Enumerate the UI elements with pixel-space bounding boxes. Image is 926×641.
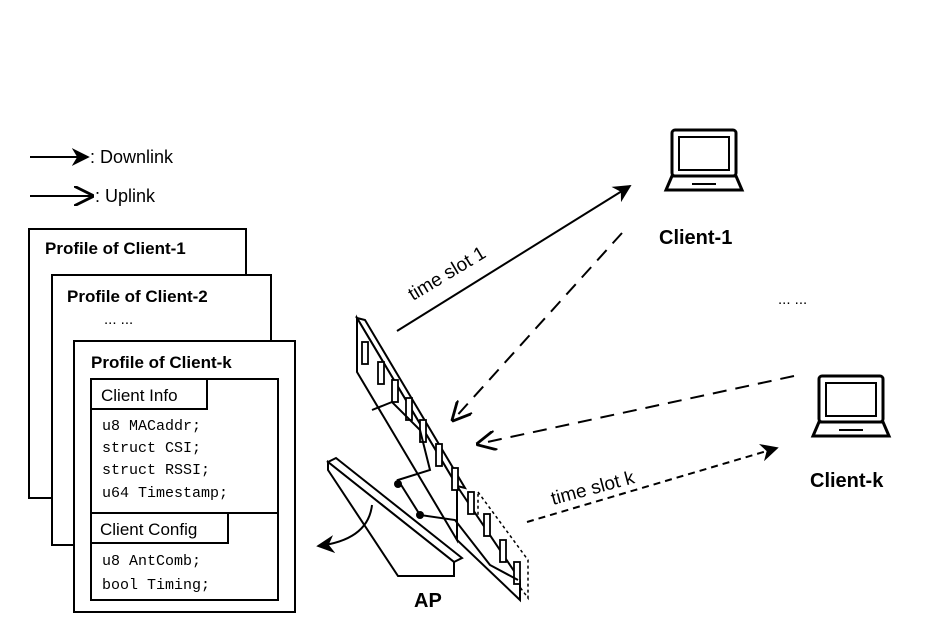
client-info-field: struct CSI; bbox=[102, 440, 201, 457]
downlink-slot1-arrow bbox=[396, 185, 632, 332]
uplink-clientk-arrow bbox=[478, 375, 795, 444]
laptop-icon bbox=[810, 374, 892, 438]
client-config-field: bool Timing; bbox=[102, 577, 210, 594]
profile-stack: Profile of Client-1 Profile of Client-2 … bbox=[28, 228, 296, 613]
antenna-array-icon bbox=[316, 314, 529, 603]
links: time slot 1 time slot k bbox=[396, 185, 795, 523]
downlink-legend-label: : Downlink bbox=[90, 147, 174, 167]
profile-title-k: Profile of Client-k bbox=[91, 353, 232, 372]
client-config-header: Client Config bbox=[100, 520, 197, 539]
client-config-field: u8 AntComb; bbox=[102, 553, 201, 570]
client-info-field: u8 MACaddr; bbox=[102, 418, 201, 435]
client-1-label: Client-1 bbox=[659, 227, 732, 249]
legend: : Downlink : Uplink bbox=[30, 147, 174, 206]
client-config-header-box bbox=[90, 512, 229, 544]
client-info-header: Client Info bbox=[101, 386, 178, 405]
uplink-client1-arrow bbox=[453, 232, 623, 420]
profile-title-2: Profile of Client-2 bbox=[67, 287, 208, 306]
uplink-legend-label: : Uplink bbox=[95, 186, 156, 206]
profile-title-1: Profile of Client-1 bbox=[45, 239, 186, 258]
clients-ellipsis: ... ... bbox=[778, 291, 807, 308]
client-info-field: struct RSSI; bbox=[102, 462, 210, 479]
ap-label: AP bbox=[414, 590, 442, 612]
client-info-header-box bbox=[90, 378, 208, 410]
time-slot-k-label: time slot k bbox=[549, 467, 638, 510]
downlink-slotk-arrow bbox=[526, 443, 779, 523]
time-slot-1-label: time slot 1 bbox=[405, 243, 490, 306]
laptop-icon bbox=[663, 128, 745, 192]
profile-ellipsis: ... ... bbox=[104, 311, 133, 328]
client-info-field: u64 Timestamp; bbox=[102, 485, 228, 502]
client-k-label: Client-k bbox=[810, 470, 884, 492]
